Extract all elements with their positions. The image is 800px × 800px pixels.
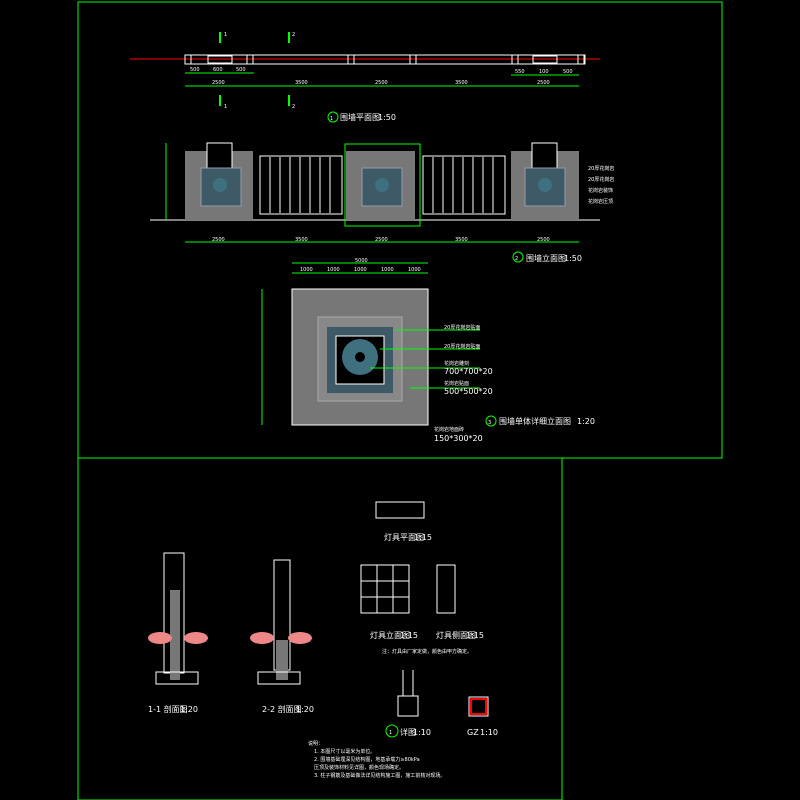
dim: 3500 <box>455 80 468 86</box>
lamp-note: 注：灯具由厂家定做，颜色由甲方确定。 <box>382 648 472 655</box>
detail-size: 150*300*20 <box>434 434 483 443</box>
detail-label: 花岗岩地面砖 <box>434 426 464 433</box>
lamp-side-scale: 1:15 <box>466 631 484 640</box>
dim: 500 <box>563 69 573 75</box>
gz-title: GZ <box>467 728 479 737</box>
detail-1: 1 详图 1:10 <box>385 670 431 738</box>
lamp-front-scale: 1:15 <box>400 631 418 640</box>
frame-bottom <box>77 457 563 800</box>
dim: 5000 <box>355 258 368 264</box>
dim: 600 <box>213 67 223 73</box>
section-mark: 2 <box>292 104 295 110</box>
detail-scale: 1:20 <box>577 417 595 426</box>
callout: 花岗岩装饰 <box>588 187 613 194</box>
callout: 20厚花岗岩 <box>588 176 614 183</box>
dim: 100 <box>539 69 549 75</box>
lamp-drawings: 灯具平面图 1:15 灯具立面图 1:15 灯具侧面图 1:15 注：灯具由厂家… <box>360 501 484 655</box>
dim: 1000 <box>300 267 313 273</box>
dim: 3500 <box>455 237 468 243</box>
note-item: 2. 围墙基础埋深见结构图，地基承载力≥80kPa <box>314 756 420 763</box>
section-2-2: 2-2 剖面图 1:20 <box>250 559 314 714</box>
dim: 500 <box>190 67 200 73</box>
dim: 1000 <box>327 267 340 273</box>
section-mark: 1 <box>224 104 227 110</box>
note-item: 3. 柱子钢筋及基础做法详见结构施工图，施工前核对现场。 <box>314 772 445 779</box>
notes: 说明： 1. 本图尺寸以毫米为单位。 2. 围墙基础埋深见结构图，地基承载力≥8… <box>308 740 445 779</box>
detail-label: 20厚花岗岩贴面 <box>444 343 480 350</box>
detail-label: 花岗岩贴面 <box>444 380 469 387</box>
notes-heading: 说明： <box>308 740 323 747</box>
elevation-scale: 1:50 <box>564 254 582 263</box>
section-scale: 1:20 <box>180 705 198 714</box>
section-title: 2-2 剖面图 <box>262 704 302 714</box>
callout: 20厚花岗岩 <box>588 165 614 172</box>
dim: 2500 <box>537 80 550 86</box>
gz-column: GZ 1:10 <box>467 696 498 737</box>
dim: 550 <box>515 69 525 75</box>
dim: 2500 <box>537 237 550 243</box>
dim: 2500 <box>212 237 225 243</box>
dim: 500 <box>236 67 246 73</box>
detail-label: 花岗岩雕刻 <box>444 360 469 367</box>
note-item: 压顶及装饰材料见详图，颜色现场确定。 <box>314 764 404 771</box>
dim: 1000 <box>381 267 394 273</box>
detail-title: 围墙单体详细立面图 <box>499 416 571 426</box>
dim: 3500 <box>295 80 308 86</box>
detail-size: 500*500*20 <box>444 387 493 396</box>
callout: 花岗岩压顶 <box>588 198 613 205</box>
plan-scale: 1:50 <box>378 113 396 122</box>
dim: 2500 <box>212 80 225 86</box>
detail-size: 700*700*20 <box>444 367 493 376</box>
drawing-number: 1 <box>330 116 333 122</box>
dim: 1000 <box>354 267 367 273</box>
lamp-plan-scale: 1:15 <box>414 533 432 542</box>
drawing-number: 1 <box>389 730 392 736</box>
section-mark: 2 <box>292 32 295 38</box>
drawing-number: 2 <box>515 256 518 262</box>
section-mark: 1 <box>224 32 227 38</box>
dim: 2500 <box>375 237 388 243</box>
dim: 2500 <box>375 80 388 86</box>
lamp-plan-title: 灯具平面图 <box>384 532 424 542</box>
wall-detail-elevation: 5000 1000 1000 1000 1000 1000 20厚花岗岩贴面 2… <box>261 258 595 443</box>
detail1-scale: 1:10 <box>413 728 431 737</box>
section-1-1: 1-1 剖面图 1:20 <box>148 552 208 714</box>
drawing-number: 3 <box>488 420 491 426</box>
elevation-title: 围墙立面图 <box>526 253 566 263</box>
section-scale: 1:20 <box>296 705 314 714</box>
gz-scale: 1:10 <box>480 728 498 737</box>
wall-plan: 1 2 1 2 500 600 500 550 100 500 2500 350… <box>130 32 600 123</box>
lamp-side-title: 灯具侧面图 <box>436 630 476 640</box>
detail-label: 20厚花岗岩贴面 <box>444 324 480 331</box>
section-title: 1-1 剖面图 <box>148 704 188 714</box>
dim: 1000 <box>408 267 421 273</box>
plan-title: 围墙平面图 <box>340 112 380 122</box>
note-item: 1. 本图尺寸以毫米为单位。 <box>314 748 375 755</box>
dim: 3500 <box>295 237 308 243</box>
detail1-title: 详图 <box>400 727 416 737</box>
lamp-front-title: 灯具立面图 <box>370 630 410 640</box>
wall-elevation: 2500 3500 2500 3500 2500 20厚花岗岩 20厚花岗岩 花… <box>150 142 614 263</box>
